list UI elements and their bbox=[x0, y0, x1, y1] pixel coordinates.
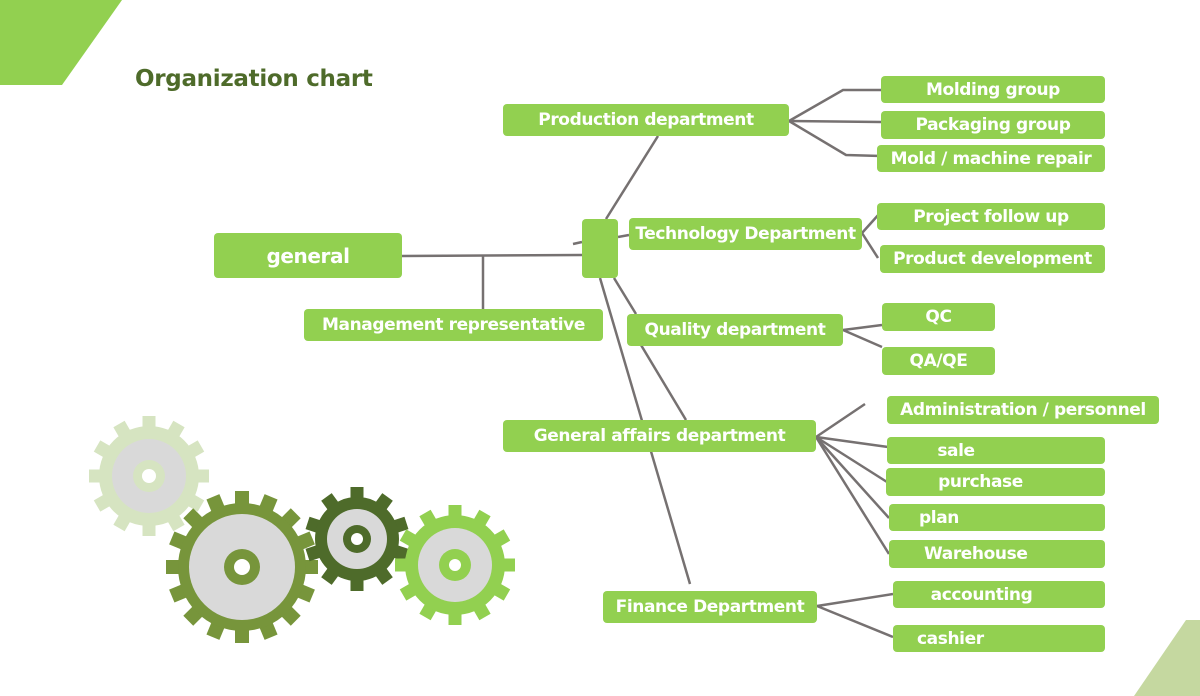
management-representative-node[interactable]: Management representative bbox=[304, 309, 603, 341]
group-qa-qe[interactable]: QA/QE bbox=[882, 347, 995, 375]
department-production[interactable]: Production department bbox=[503, 104, 789, 136]
department-technology[interactable]: Technology Department bbox=[629, 218, 862, 250]
connector-qc bbox=[842, 323, 883, 332]
group-project-follow-up[interactable]: Project follow up bbox=[877, 203, 1105, 230]
connector-cashier bbox=[816, 604, 894, 639]
group-purchase[interactable]: purchase bbox=[886, 468, 1105, 496]
connector-hub-quality bbox=[612, 277, 638, 315]
connector-warehouse bbox=[814, 436, 891, 555]
department-general-affairs[interactable]: General affairs department bbox=[503, 420, 816, 452]
group-product-development[interactable]: Product development bbox=[880, 245, 1105, 273]
connector-hub-production bbox=[604, 135, 660, 220]
connector-product-dev bbox=[860, 232, 880, 259]
connector-quality-general bbox=[639, 344, 688, 421]
connector-mold-repair bbox=[788, 119, 882, 158]
group-plan[interactable]: plan bbox=[889, 504, 1105, 531]
group-mold-machine-repair[interactable]: Mold / machine repair bbox=[877, 145, 1105, 172]
connector-packaging bbox=[788, 119, 882, 124]
group-qc[interactable]: QC bbox=[882, 303, 995, 331]
group-sale[interactable]: sale bbox=[887, 437, 1105, 464]
group-administration-personnel[interactable]: Administration / personnel bbox=[887, 396, 1159, 424]
group-packaging[interactable]: Packaging group bbox=[881, 111, 1105, 139]
connector-accounting bbox=[816, 592, 894, 608]
page-title: Organization chart bbox=[135, 66, 373, 92]
department-finance[interactable]: Finance Department bbox=[603, 591, 817, 623]
group-warehouse[interactable]: Warehouse bbox=[889, 540, 1105, 568]
group-accounting[interactable]: accounting bbox=[893, 581, 1105, 608]
connector-molding bbox=[788, 88, 881, 123]
connector-root-hub bbox=[401, 253, 583, 258]
connector-plan bbox=[815, 436, 890, 519]
connector-purchase bbox=[815, 435, 888, 484]
connector-admin bbox=[815, 402, 866, 439]
group-cashier[interactable]: cashier bbox=[893, 625, 1105, 652]
connector-qaqe bbox=[842, 328, 883, 349]
root-node-general[interactable]: general bbox=[214, 233, 402, 278]
group-molding[interactable]: Molding group bbox=[881, 76, 1105, 103]
connector-sale bbox=[815, 435, 889, 449]
department-quality[interactable]: Quality department bbox=[627, 314, 843, 346]
hub-node[interactable] bbox=[582, 219, 618, 278]
connector-hub-technology bbox=[617, 233, 630, 239]
connector-stub bbox=[572, 240, 583, 246]
